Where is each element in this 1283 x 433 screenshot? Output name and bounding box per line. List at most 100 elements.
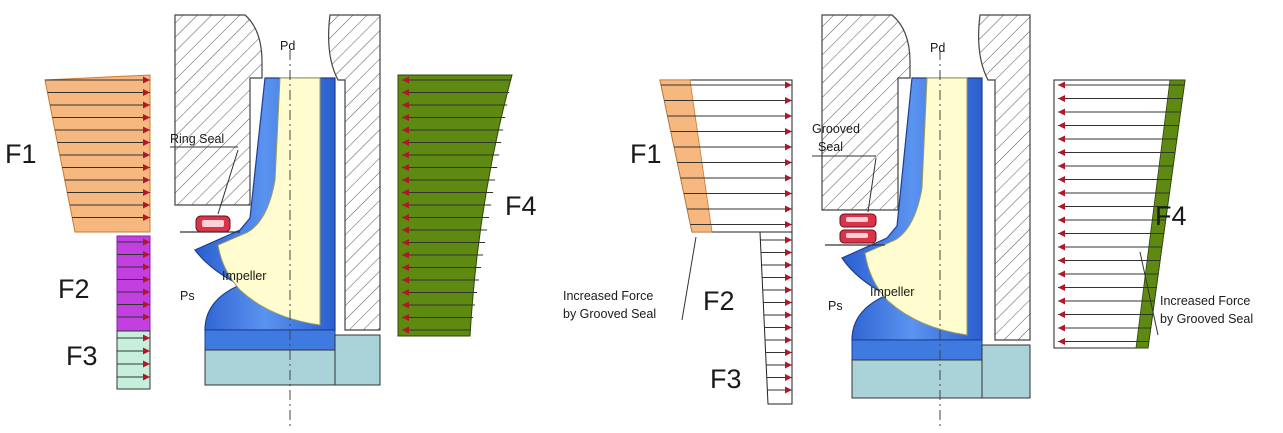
left-impeller [194, 50, 381, 430]
left-f4-arrow-head-19 [402, 314, 409, 321]
left-f4-arrow-head-20 [402, 326, 409, 334]
right-seal-label-line1: Grooved [812, 122, 860, 136]
right-f2-arrow-head-2 [785, 261, 792, 269]
right-callout-right-leader [1139, 251, 1159, 336]
left-f4-arrow-head-17 [402, 289, 409, 296]
right-f2-arrow-head-3 [785, 274, 792, 281]
left-f4-arrow-head-2 [402, 101, 409, 109]
left-f1-arrows [45, 76, 150, 221]
right-f2-arrow-head-5 [785, 299, 792, 306]
left-casing-wall-left [174, 14, 263, 206]
right-impeller-hub [851, 339, 983, 361]
right-f1-arrow-head-0 [785, 81, 792, 89]
right-f4-arrow-head-15 [1058, 284, 1065, 291]
left-impeller-hub [204, 329, 336, 351]
right-seal-highlight-upper [846, 217, 868, 222]
right-f2-arrow-head-10 [785, 361, 792, 369]
left-f3-label: F3 [66, 341, 98, 371]
right-f2-arrow-head-9 [785, 349, 792, 356]
left-seal-leader [217, 149, 239, 215]
left-f4-arrow-head-10 [402, 201, 409, 209]
right-f2-arrow-head-7 [785, 324, 792, 331]
left-f3-arrow-head-1 [143, 347, 150, 355]
right-f1-arrow-head-8 [785, 205, 792, 213]
right-f2-arrows [760, 236, 792, 394]
left-f1-arrow-head-2 [143, 101, 150, 109]
left-f1-arrow-head-3 [143, 114, 150, 121]
left-f1-arrow-head-11 [143, 214, 150, 221]
left-f4-arrow-head-13 [402, 239, 409, 246]
left-f1-arrow-head-9 [143, 189, 150, 196]
right-f4-label: F4 [1155, 201, 1187, 231]
left-f4-label: F4 [505, 191, 537, 221]
right-f4-arrow-head-7 [1058, 176, 1065, 183]
left-f4-arrows [402, 76, 512, 334]
left-f2-arrows [117, 238, 150, 321]
left-f4-arrow-head-4 [402, 126, 409, 134]
right-seal-highlight-lower [846, 233, 868, 238]
right-f4-arrow-head-2 [1058, 108, 1065, 116]
right-f4-arrow-head-6 [1058, 162, 1065, 170]
left-pd-label: Pd [280, 39, 295, 53]
right-f1-arrow-head-6 [785, 174, 792, 182]
right-diagram: F1 F2 F3 Increased Force by Grooved Seal [563, 14, 1253, 430]
right-f4-arrow-head-5 [1058, 149, 1065, 156]
right-f2-arrow-head-0 [785, 236, 792, 244]
right-f4-arrow-head-12 [1058, 243, 1065, 251]
left-f2-arrow-head-6 [143, 313, 150, 321]
left-f4-arrow-head-12 [402, 226, 409, 234]
right-f4-arrow-head-3 [1058, 122, 1065, 129]
right-f4-arrow-head-11 [1058, 230, 1065, 237]
left-shaft-right [334, 334, 381, 386]
right-f1-force-distribution [659, 79, 793, 233]
right-f4-arrow-head-18 [1058, 324, 1065, 332]
right-f2-arrow-head-12 [785, 386, 792, 394]
left-f3-force-distribution [116, 330, 151, 390]
right-f4-arrow-head-14 [1058, 270, 1065, 278]
right-f2-arrow-head-8 [785, 336, 792, 344]
right-f2-f3-force-distribution [759, 231, 793, 405]
right-casing-wall-left [821, 14, 911, 211]
right-f4-arrow-head-10 [1058, 216, 1065, 224]
left-ring-seal [170, 146, 240, 233]
left-f2-force-distribution [116, 235, 151, 332]
left-f2-arrow-head-0 [143, 238, 150, 246]
right-f3-label: F3 [710, 364, 742, 394]
left-f4-arrow-head-6 [402, 151, 409, 159]
right-f4-arrows [1058, 81, 1185, 345]
right-impeller [841, 50, 1031, 430]
left-f3-arrow-head-3 [143, 373, 150, 381]
left-f4-arrow-head-1 [402, 89, 409, 96]
right-casing-wall-right [978, 14, 1031, 341]
right-callout-left-leader [681, 236, 697, 321]
left-f1-arrow-head-7 [143, 164, 150, 171]
left-f2-arrow-head-3 [143, 276, 150, 283]
right-callout-right-line2: by Grooved Seal [1160, 312, 1253, 326]
left-f2-label: F2 [58, 274, 90, 304]
right-f2-arrow-head-11 [785, 374, 792, 381]
right-shaft [851, 359, 983, 399]
left-f4-arrow-head-16 [402, 276, 409, 284]
right-f1-arrows [661, 81, 792, 228]
right-f1-label: F1 [630, 139, 662, 169]
right-seal-label-line2: Seal [818, 140, 843, 154]
left-f4-arrow-head-14 [402, 251, 409, 259]
right-impeller-passage [864, 77, 968, 336]
right-seal-leader [867, 157, 877, 213]
left-f4-arrow-head-15 [402, 264, 409, 271]
right-f4-arrow-head-0 [1058, 81, 1065, 89]
right-pump-casing [821, 14, 1031, 341]
left-f1-area [44, 74, 151, 233]
right-f4-arrow-head-8 [1058, 189, 1065, 197]
right-grooved-seal [812, 155, 885, 246]
left-seal-label: Ring Seal [170, 132, 224, 146]
left-f4-arrow-head-8 [402, 176, 409, 184]
left-f1-arrow-head-6 [143, 151, 150, 159]
right-f1-arrow-head-7 [785, 190, 792, 197]
right-f1-arrow-head-2 [785, 112, 792, 120]
left-shaft [204, 349, 336, 386]
right-f4-increased-area [1135, 79, 1186, 349]
left-f4-arrow-head-9 [402, 189, 409, 196]
left-f3-arrow-head-2 [143, 360, 150, 368]
left-f3-arrow-head-0 [143, 334, 150, 342]
